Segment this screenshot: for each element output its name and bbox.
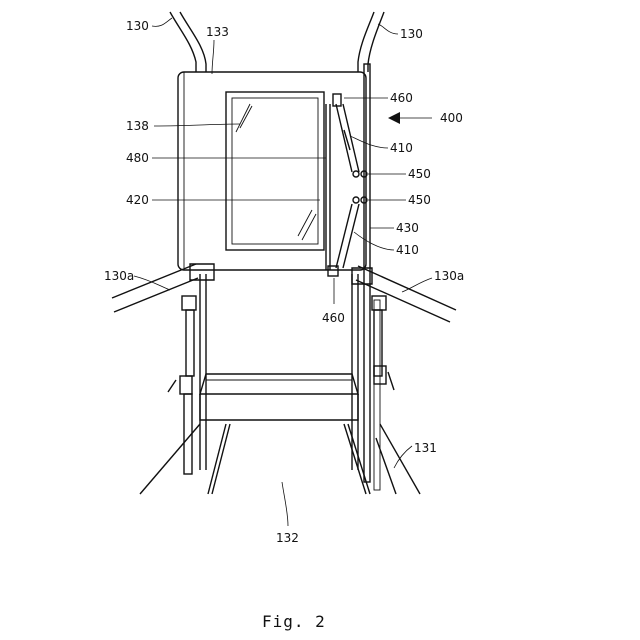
label-450-bottom: 450 xyxy=(408,193,431,207)
gas-spring-lower xyxy=(328,197,367,276)
floor-track xyxy=(140,424,420,494)
label-410-top: 410 xyxy=(390,141,413,155)
label-133: 133 xyxy=(206,25,229,39)
upper-rail-right xyxy=(358,12,384,72)
label-460-top: 460 xyxy=(390,91,413,105)
label-131: 131 xyxy=(414,441,437,455)
gas-spring-upper xyxy=(333,94,367,177)
label-132: 132 xyxy=(276,531,299,545)
label-130-right: 130 xyxy=(400,27,423,41)
label-130a-right: 130a xyxy=(434,269,464,283)
frame-body xyxy=(178,72,366,270)
label-420: 420 xyxy=(126,193,149,207)
label-400: 400 xyxy=(440,111,463,125)
link-bar xyxy=(326,104,330,270)
base-shelf xyxy=(200,374,358,420)
figure-caption: Fig. 2 xyxy=(262,612,326,631)
label-138: 138 xyxy=(126,119,149,133)
label-130-left: 130 xyxy=(126,19,149,33)
label-460-bottom: 460 xyxy=(322,311,345,325)
upper-rail-left xyxy=(170,12,206,72)
label-130a-left: 130a xyxy=(104,269,134,283)
window-panel xyxy=(226,92,324,250)
arrow-400 xyxy=(388,112,432,124)
label-450-top: 450 xyxy=(408,167,431,181)
label-480: 480 xyxy=(126,151,149,165)
label-410-bottom: 410 xyxy=(396,243,419,257)
label-430: 430 xyxy=(396,221,419,235)
